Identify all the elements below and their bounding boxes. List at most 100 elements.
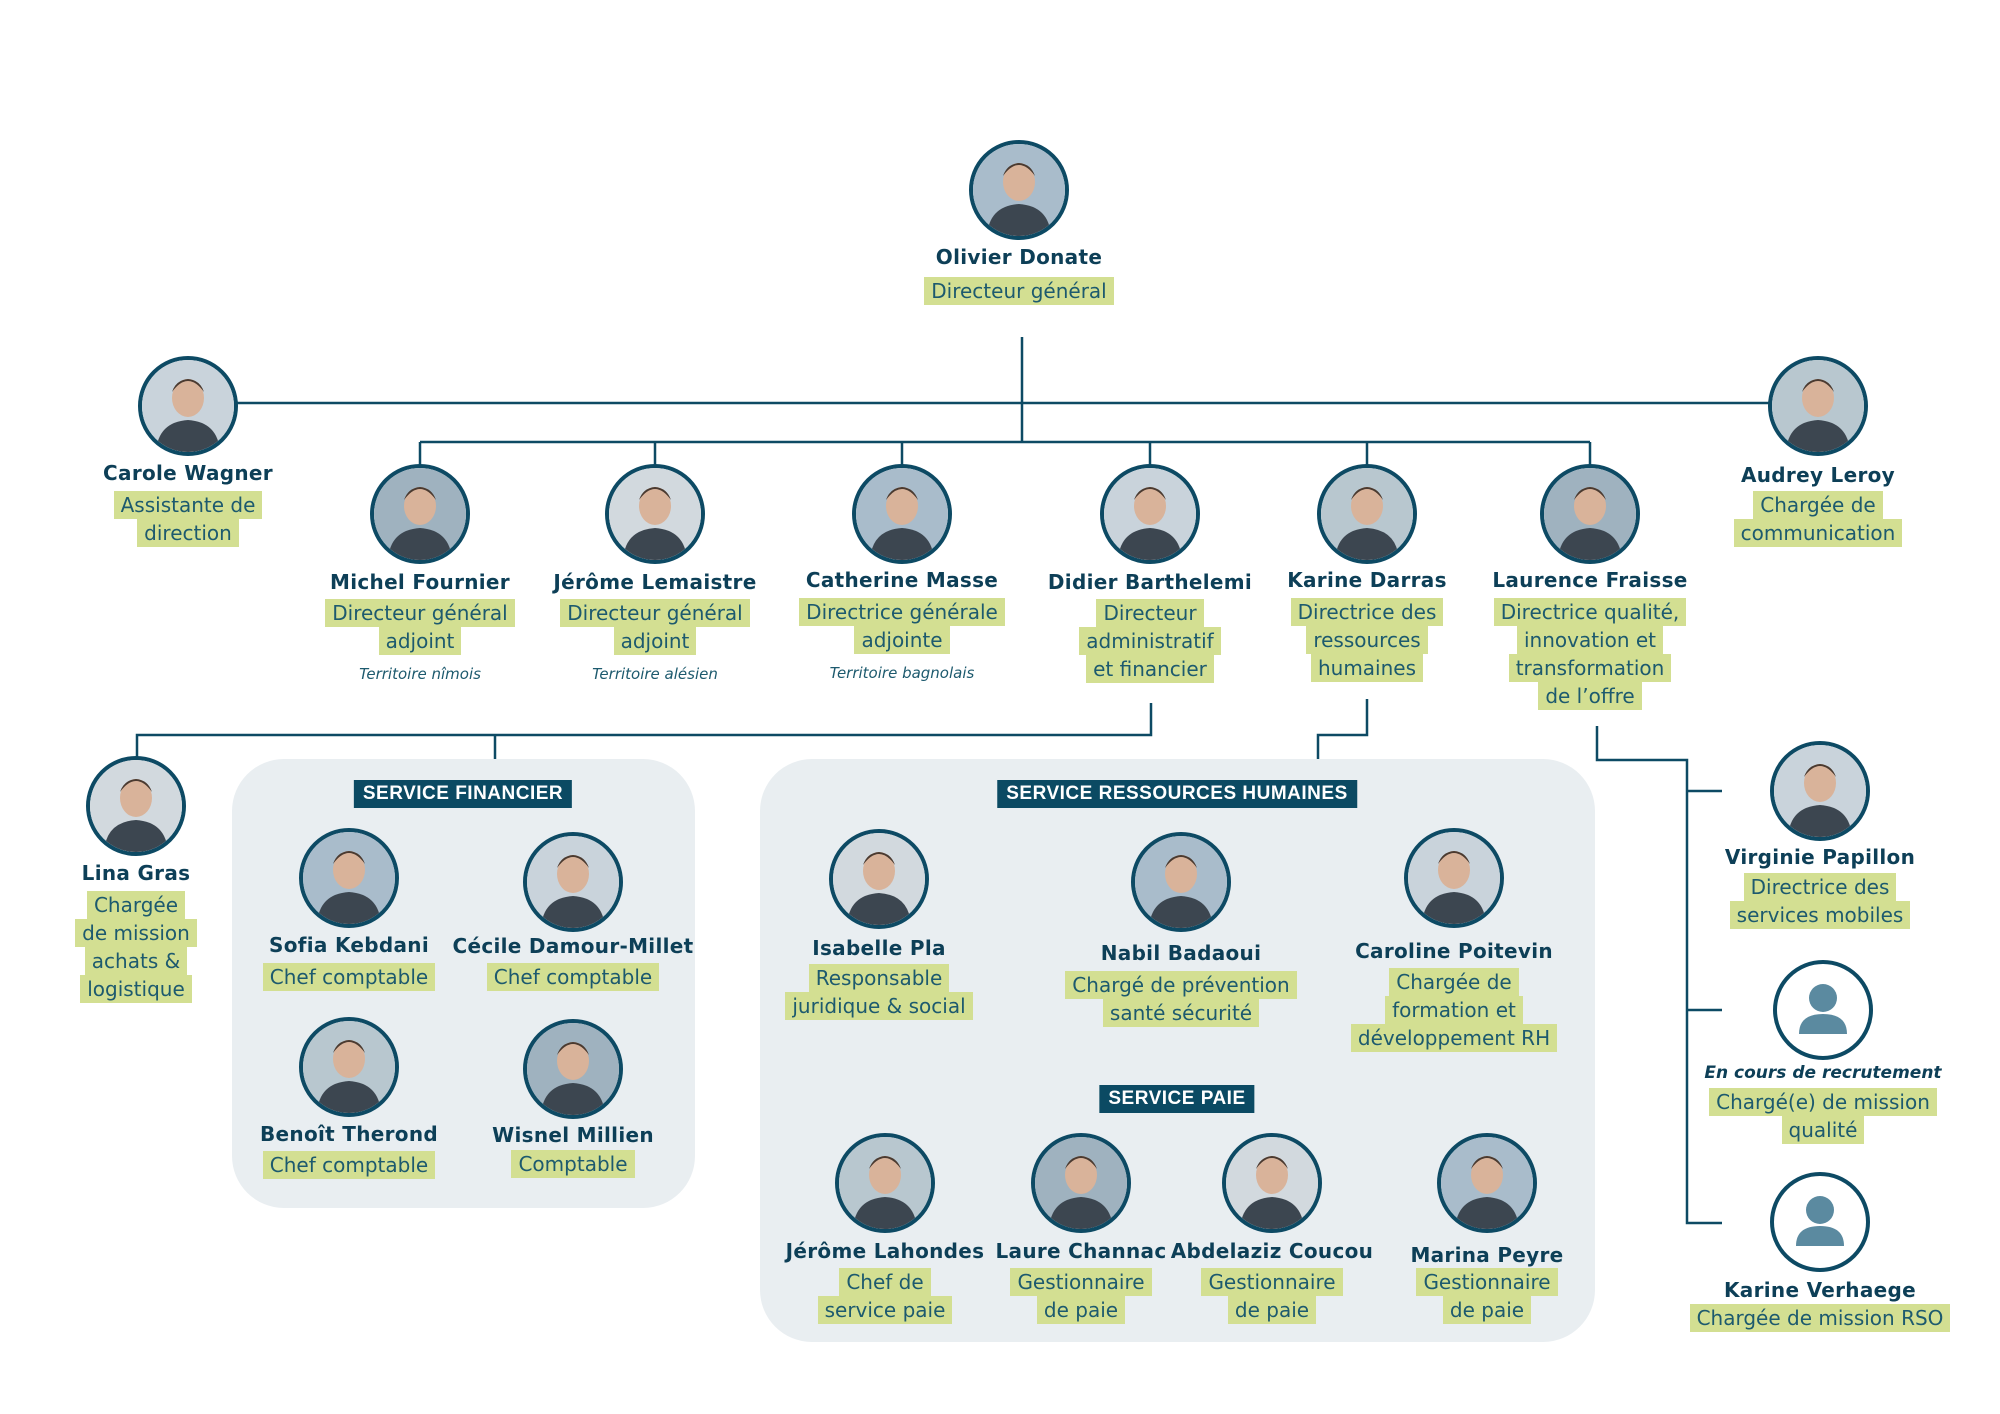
job-title-line: de l’offre: [1538, 682, 1642, 710]
job-title-line: Directeur général: [924, 277, 1114, 305]
territory-label: Territoire bagnolais: [829, 664, 975, 682]
job-title-line: Chargé(e) de mission: [1709, 1088, 1937, 1116]
job-title-line: Chargée: [86, 891, 186, 919]
job-title-line: Gestionnaire: [1201, 1268, 1343, 1296]
job-title: Comptable: [403, 1150, 743, 1178]
territory-label: Territoire nîmois: [359, 665, 481, 683]
person-name: Caroline Poitevin: [1355, 939, 1553, 963]
section-title-hr: SERVICE RESSOURCES HUMAINES: [997, 780, 1357, 808]
job-title-line: adjoint: [613, 627, 697, 655]
job-title-line: Gestionnaire: [1010, 1268, 1152, 1296]
job-title-line: Chef comptable: [486, 963, 660, 991]
job-title-line: formation et: [1385, 996, 1523, 1024]
job-title-line: communication: [1733, 519, 1903, 547]
job-title: Directeur général: [849, 277, 1189, 305]
avatar-photo: [829, 829, 929, 929]
avatar-photo: [1100, 464, 1200, 564]
avatar-photo: [835, 1133, 935, 1233]
avatar-photo: [299, 1017, 399, 1117]
person-name: Virginie Papillon: [1724, 845, 1916, 869]
job-title-line: Directrice des: [1743, 873, 1897, 901]
job-title-line: de paie: [1227, 1296, 1317, 1324]
avatar-photo: [1131, 832, 1231, 932]
person-name: Isabelle Pla: [812, 936, 946, 960]
job-title-line: direction: [137, 519, 239, 547]
avatar-photo: [299, 828, 399, 928]
job-title: Chargée de mission RSO: [1650, 1304, 1990, 1332]
person-name: Carole Wagner: [103, 461, 273, 485]
person-name: Laurence Fraisse: [1492, 568, 1688, 592]
job-title-line: Chef de: [839, 1268, 931, 1296]
connector: [418, 440, 1592, 466]
avatar-photo: [138, 356, 238, 456]
job-title-line: Chargée de: [1753, 491, 1883, 519]
person-name: Olivier Donate: [935, 245, 1103, 269]
connector: [1595, 726, 1722, 1225]
person-name: Cécile Damour-Millet: [452, 934, 694, 958]
person-name: Sofia Kebdani: [269, 933, 429, 957]
job-title-line: adjoint: [378, 627, 462, 655]
avatar-photo: [1437, 1133, 1537, 1233]
person-name: Abdelaziz Coucou: [1170, 1239, 1374, 1263]
connector: [1316, 699, 1369, 759]
job-title-line: Chef comptable: [262, 1151, 436, 1179]
job-title-line: Responsable: [808, 964, 950, 992]
job-title: Chef comptable: [179, 1151, 519, 1179]
person-name: Catherine Masse: [805, 568, 999, 592]
avatar-photo: [1768, 356, 1868, 456]
job-title-line: Chargée de: [1389, 968, 1519, 996]
job-title-line: humaines: [1310, 654, 1424, 682]
avatar-photo: [852, 464, 952, 564]
territory-label: Territoire alésien: [592, 665, 718, 683]
person-name: Jérôme Lemaistre: [553, 570, 757, 594]
job-title-line: services mobiles: [1729, 901, 1911, 929]
job-title-line: de paie: [1442, 1296, 1532, 1324]
job-title-line: service paie: [817, 1296, 953, 1324]
section-title-finance: SERVICE FINANCIER: [353, 780, 573, 808]
job-title-line: Directeur général: [560, 599, 750, 627]
job-title-line: Directeur: [1096, 599, 1204, 627]
avatar-photo: [605, 464, 705, 564]
job-title: Chef comptable: [403, 963, 743, 991]
job-title-line: administratif: [1079, 627, 1221, 655]
avatar-photo: [523, 832, 623, 932]
job-title-line: Chef comptable: [262, 963, 436, 991]
avatar-photo: [370, 464, 470, 564]
avatar-photo: [1540, 464, 1640, 564]
section-title-payroll: SERVICE PAIE: [1099, 1085, 1255, 1113]
person-name: Lina Gras: [81, 861, 191, 885]
person-name: Jérôme Lahondes: [785, 1239, 985, 1263]
person-name: Didier Barthelemi: [1047, 570, 1253, 594]
placeholder-avatar-icon: [1773, 960, 1873, 1060]
job-title-line: Assistante de: [113, 491, 263, 519]
person-name: Michel Fournier: [330, 570, 510, 594]
person-name: Benoît Therond: [260, 1122, 438, 1146]
job-title-line: développement RH: [1350, 1024, 1558, 1052]
job-title-line: Directeur général: [325, 599, 515, 627]
job-title-line: Chargé de prévention: [1065, 971, 1297, 999]
job-title-line: ressources: [1306, 626, 1428, 654]
job-title-line: de mission: [75, 919, 197, 947]
avatar-photo: [969, 140, 1069, 240]
connector: [135, 703, 1153, 759]
job-title-line: Gestionnaire: [1416, 1268, 1558, 1296]
avatar-photo: [1222, 1133, 1322, 1233]
job-title-line: innovation et: [1516, 626, 1664, 654]
recruitment-note: En cours de recrutement: [1704, 1063, 1942, 1083]
